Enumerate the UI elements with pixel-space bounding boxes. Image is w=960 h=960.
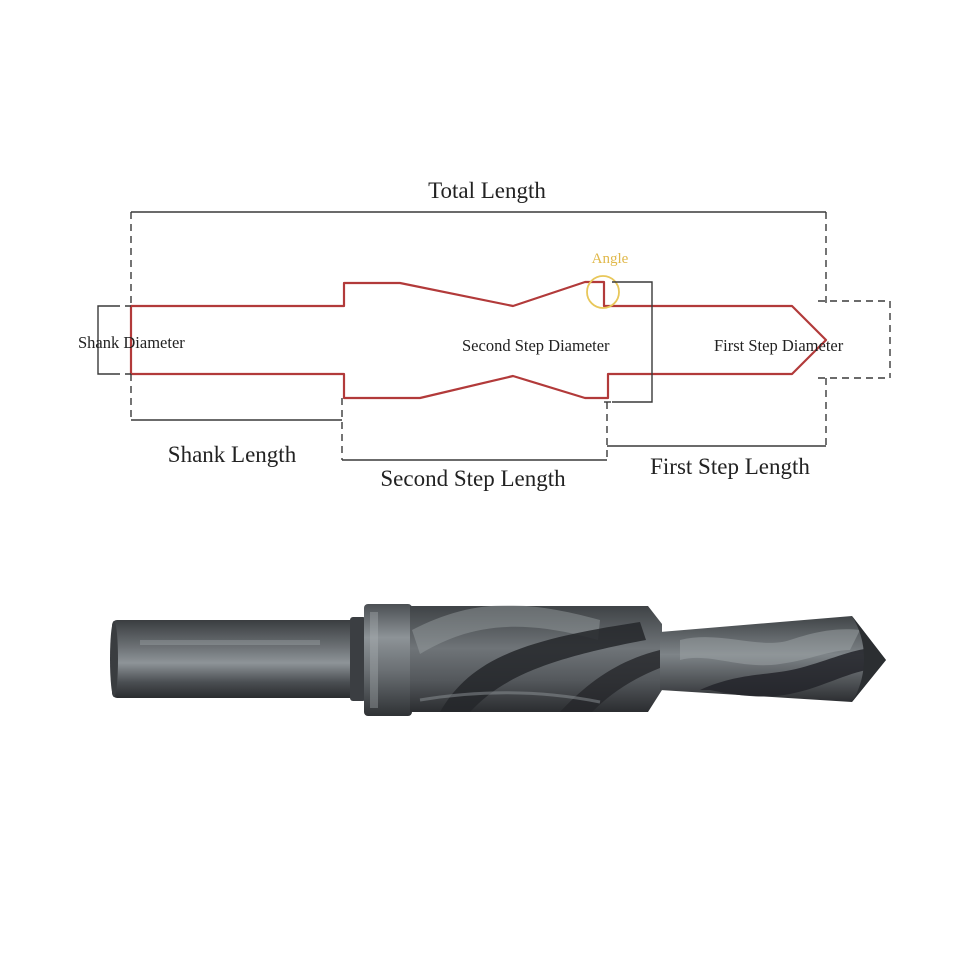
shank-length-label: Shank Length — [168, 442, 297, 467]
first-step-length-bracket — [607, 378, 827, 447]
angle-label: Angle — [592, 251, 629, 267]
drill-second-step — [410, 605, 662, 712]
total-length-bracket — [130, 211, 827, 306]
drill-shank — [110, 620, 364, 698]
second-step-diameter-label: Second Step Diameter — [462, 336, 610, 355]
first-step-diameter-label: First Step Diameter — [714, 336, 844, 355]
first-step-diameter-bracket — [818, 300, 891, 379]
second-step-length-label: Second Step Length — [380, 466, 566, 491]
shank-length-bracket — [130, 374, 342, 421]
angle-marker — [586, 275, 620, 309]
drill-shoulder — [350, 617, 366, 701]
drill-outline — [129, 280, 828, 400]
drill-collar — [364, 604, 412, 716]
shank-diameter-bracket — [97, 305, 131, 375]
second-step-diameter-bracket — [604, 281, 653, 403]
shank-diameter-label: Shank Diameter — [78, 333, 185, 352]
drill-first-step — [660, 616, 886, 702]
first-step-length-label: First Step Length — [650, 454, 810, 479]
drill-bit-photo — [110, 604, 886, 716]
total-length-label: Total Length — [428, 178, 546, 203]
dimension-diagram: Total Length Angle Shank Diameter Second… — [78, 178, 891, 491]
second-step-length-bracket — [341, 398, 608, 461]
